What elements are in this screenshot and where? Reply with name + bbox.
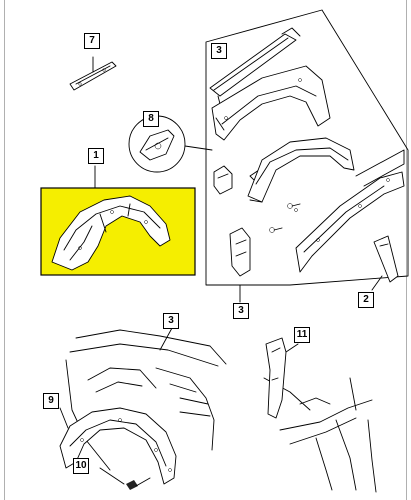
- part-3-fender-apron[interactable]: [211, 65, 331, 141]
- callout-9[interactable]: 9: [43, 393, 59, 409]
- wheelhouse-arch[interactable]: [247, 137, 355, 203]
- bottom-fender-view: [65, 327, 227, 471]
- callout-3-middle[interactable]: 3: [233, 303, 249, 319]
- callout-3-top[interactable]: 3: [211, 43, 227, 59]
- lower-bracket[interactable]: [229, 227, 251, 277]
- exploded-view-box: [205, 9, 409, 286]
- bolts[interactable]: [269, 203, 301, 233]
- callout-3-bottom[interactable]: 3: [163, 313, 179, 329]
- part-3-lower-rail[interactable]: [295, 149, 405, 273]
- part-2-reinforcement[interactable]: [371, 235, 399, 291]
- callout-2[interactable]: 2: [358, 292, 374, 308]
- part-1-highlight[interactable]: [40, 165, 196, 276]
- callout-7[interactable]: 7: [84, 33, 100, 49]
- callout-11[interactable]: 11: [294, 327, 310, 343]
- part-9-wheel-liner[interactable]: [59, 407, 177, 485]
- part-8-detail-circle[interactable]: [128, 115, 213, 173]
- callout-10[interactable]: 10: [73, 458, 89, 474]
- frame-line-right: [406, 0, 407, 500]
- part-10-screw[interactable]: [99, 467, 151, 490]
- callout-1[interactable]: 1: [88, 148, 104, 164]
- frame-line-left: [4, 0, 5, 500]
- part-11-panel[interactable]: [265, 337, 299, 419]
- part-7-bracket[interactable]: [69, 56, 117, 91]
- bottom-right-view: [263, 377, 377, 493]
- callout-8[interactable]: 8: [143, 111, 159, 127]
